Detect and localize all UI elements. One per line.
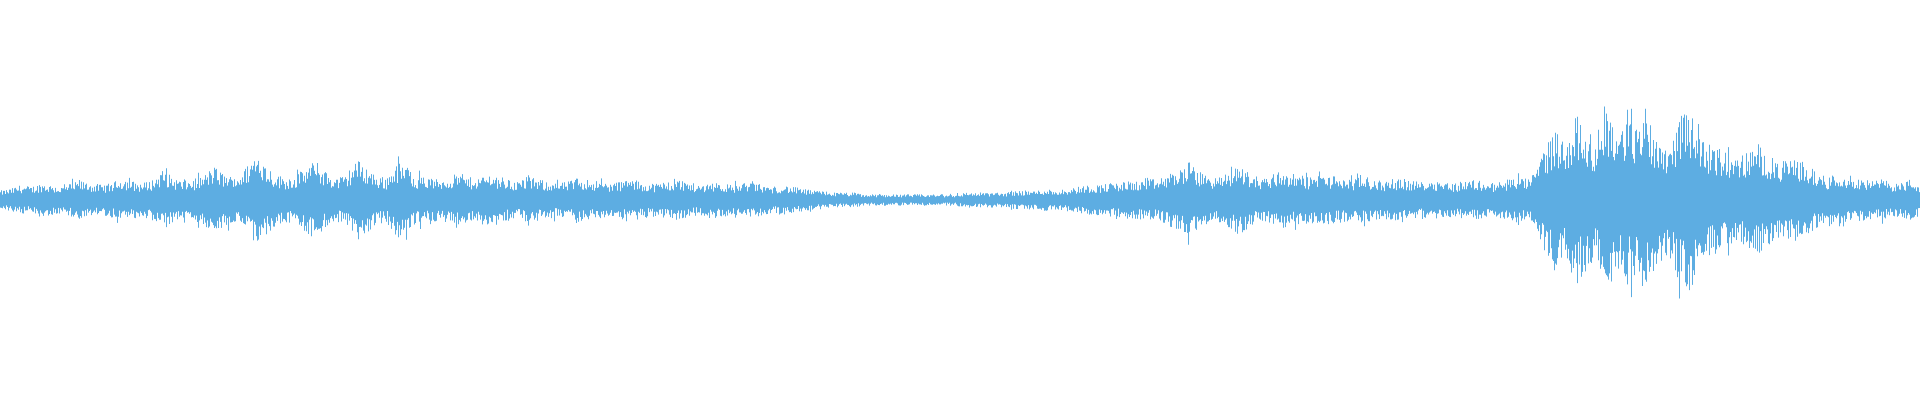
- waveform-bars: [0, 106, 1920, 299]
